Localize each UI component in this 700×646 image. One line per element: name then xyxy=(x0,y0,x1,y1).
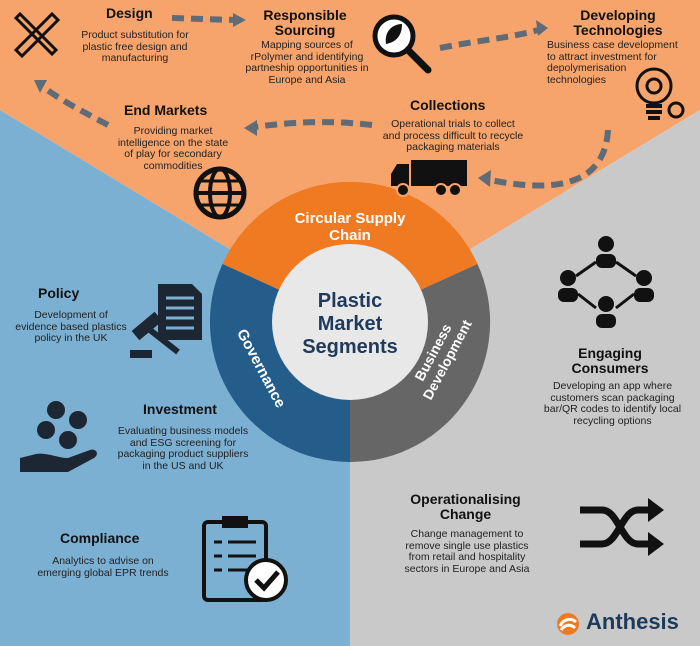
blue-wedge xyxy=(0,110,350,646)
pencil-ruler-icon xyxy=(13,11,61,59)
sourcing-title: Responsible Sourcing xyxy=(263,7,347,38)
compliance-title: Compliance xyxy=(60,530,140,546)
investment-description: Evaluating business models and ESG scree… xyxy=(117,425,249,472)
shuffle-arrows-icon xyxy=(580,498,664,556)
hand-coins-icon xyxy=(20,401,97,472)
flow-arrows xyxy=(40,15,611,189)
consumers-description: Developing an app where customers scan p… xyxy=(543,380,682,427)
investment-title: Investment xyxy=(143,401,217,417)
design-description: Product substitution for plastic free de… xyxy=(81,29,189,64)
arrow-heads xyxy=(34,13,548,187)
globe-icon xyxy=(193,166,247,220)
brand-name: Anthesis xyxy=(586,609,679,634)
design-title: Design xyxy=(106,5,153,21)
change-description: Change management to remove single use p… xyxy=(404,528,530,575)
orange-wedge xyxy=(0,0,700,322)
anthesis-logo-icon xyxy=(557,613,579,635)
policy-description: Development of evidence based plastics p… xyxy=(15,309,127,344)
hub-circle xyxy=(272,244,428,400)
circular-supply-chain-label: Circular Supply Chain xyxy=(294,210,406,244)
clipboard-check-icon xyxy=(202,516,288,602)
change-title: Operationalising Change xyxy=(410,491,521,522)
gavel-document-icon xyxy=(130,284,202,358)
magnifier-leaf-icon xyxy=(372,14,432,74)
compliance-description: Analytics to advise on emerging global E… xyxy=(37,555,169,579)
collections-title: Collections xyxy=(410,97,486,113)
truck-icon xyxy=(391,160,467,197)
sourcing-description: Mapping sources of rPolymer and identify… xyxy=(245,39,369,86)
network-people-icon xyxy=(558,236,654,328)
policy-title: Policy xyxy=(38,285,80,301)
consumers-title: Engaging Consumers xyxy=(571,345,649,376)
end-markets-description: Providing market intelligence on the sta… xyxy=(117,125,229,172)
technologies-description: Business case development to attract inv… xyxy=(547,39,678,86)
technologies-title: Developing Technologies xyxy=(573,7,663,38)
end-markets-title: End Markets xyxy=(124,102,208,118)
hub-title: Plastic Market Segments xyxy=(302,290,398,358)
lightbulb-gear-icon xyxy=(635,67,685,120)
collections-description: Operational trials to collect and proces… xyxy=(382,118,524,153)
